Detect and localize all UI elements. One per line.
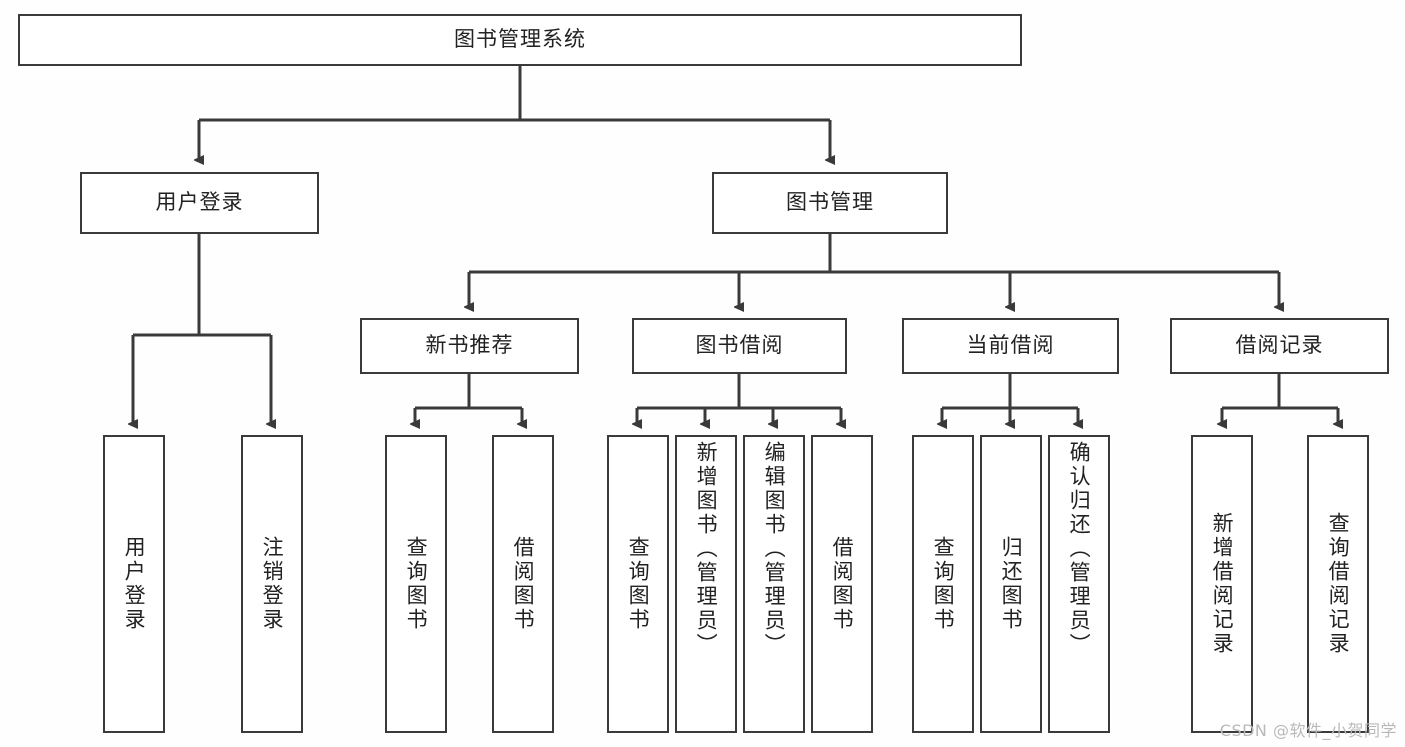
node-label: 编辑图书（管理员） (762, 441, 787, 657)
node-label: 归还图书 (999, 536, 1024, 632)
leaf-add-borrow-record[interactable]: 新增借阅记录 (1191, 435, 1253, 733)
node-label: 新书推荐 (425, 333, 514, 358)
node-label: 查询图书 (626, 536, 651, 632)
node-label: 图书管理 (786, 190, 874, 215)
leaf-query-book-current[interactable]: 查询图书 (912, 435, 974, 733)
leaf-borrow-book[interactable]: 借阅图书 (811, 435, 873, 733)
node-label: 新增借阅记录 (1210, 512, 1235, 656)
leaf-query-borrow-record[interactable]: 查询借阅记录 (1307, 435, 1369, 733)
node-label: 借阅图书 (830, 536, 855, 632)
node-borrow-record[interactable]: 借阅记录 (1170, 318, 1389, 374)
csdn-watermark: CSDN @软件_小贺同学 (1219, 721, 1397, 740)
node-label: 查询图书 (404, 536, 429, 632)
leaf-user-login[interactable]: 用户登录 (103, 435, 165, 733)
leaf-confirm-return-admin[interactable]: 确认归还（管理员） (1048, 435, 1110, 733)
node-root-system[interactable]: 图书管理系统 (18, 14, 1022, 66)
leaf-query-book-borrow[interactable]: 查询图书 (607, 435, 669, 733)
node-label: 借阅记录 (1235, 333, 1324, 358)
node-label: 查询借阅记录 (1326, 512, 1351, 656)
node-book-management[interactable]: 图书管理 (712, 172, 948, 234)
leaf-edit-book-admin[interactable]: 编辑图书（管理员） (743, 435, 805, 733)
node-label: 图书借阅 (695, 333, 784, 358)
leaf-borrow-book-newbook[interactable]: 借阅图书 (492, 435, 554, 733)
node-label: 注销登录 (260, 536, 285, 632)
leaf-query-book-newbook[interactable]: 查询图书 (385, 435, 447, 733)
node-current-borrow[interactable]: 当前借阅 (902, 318, 1119, 374)
node-label: 当前借阅 (966, 333, 1055, 358)
node-label: 图书管理系统 (454, 27, 586, 52)
node-label: 确认归还（管理员） (1067, 441, 1092, 657)
leaf-add-book-admin[interactable]: 新增图书（管理员） (675, 435, 737, 733)
node-user-login[interactable]: 用户登录 (80, 172, 319, 234)
leaf-return-book[interactable]: 归还图书 (980, 435, 1042, 733)
node-new-book-recommend[interactable]: 新书推荐 (360, 318, 579, 374)
leaf-user-logout[interactable]: 注销登录 (241, 435, 303, 733)
node-book-borrow[interactable]: 图书借阅 (632, 318, 847, 374)
node-label: 新增图书（管理员） (694, 441, 719, 657)
node-label: 用户登录 (155, 190, 244, 215)
node-label: 用户登录 (122, 536, 147, 632)
node-label: 借阅图书 (511, 536, 536, 632)
node-label: 查询图书 (931, 536, 956, 632)
